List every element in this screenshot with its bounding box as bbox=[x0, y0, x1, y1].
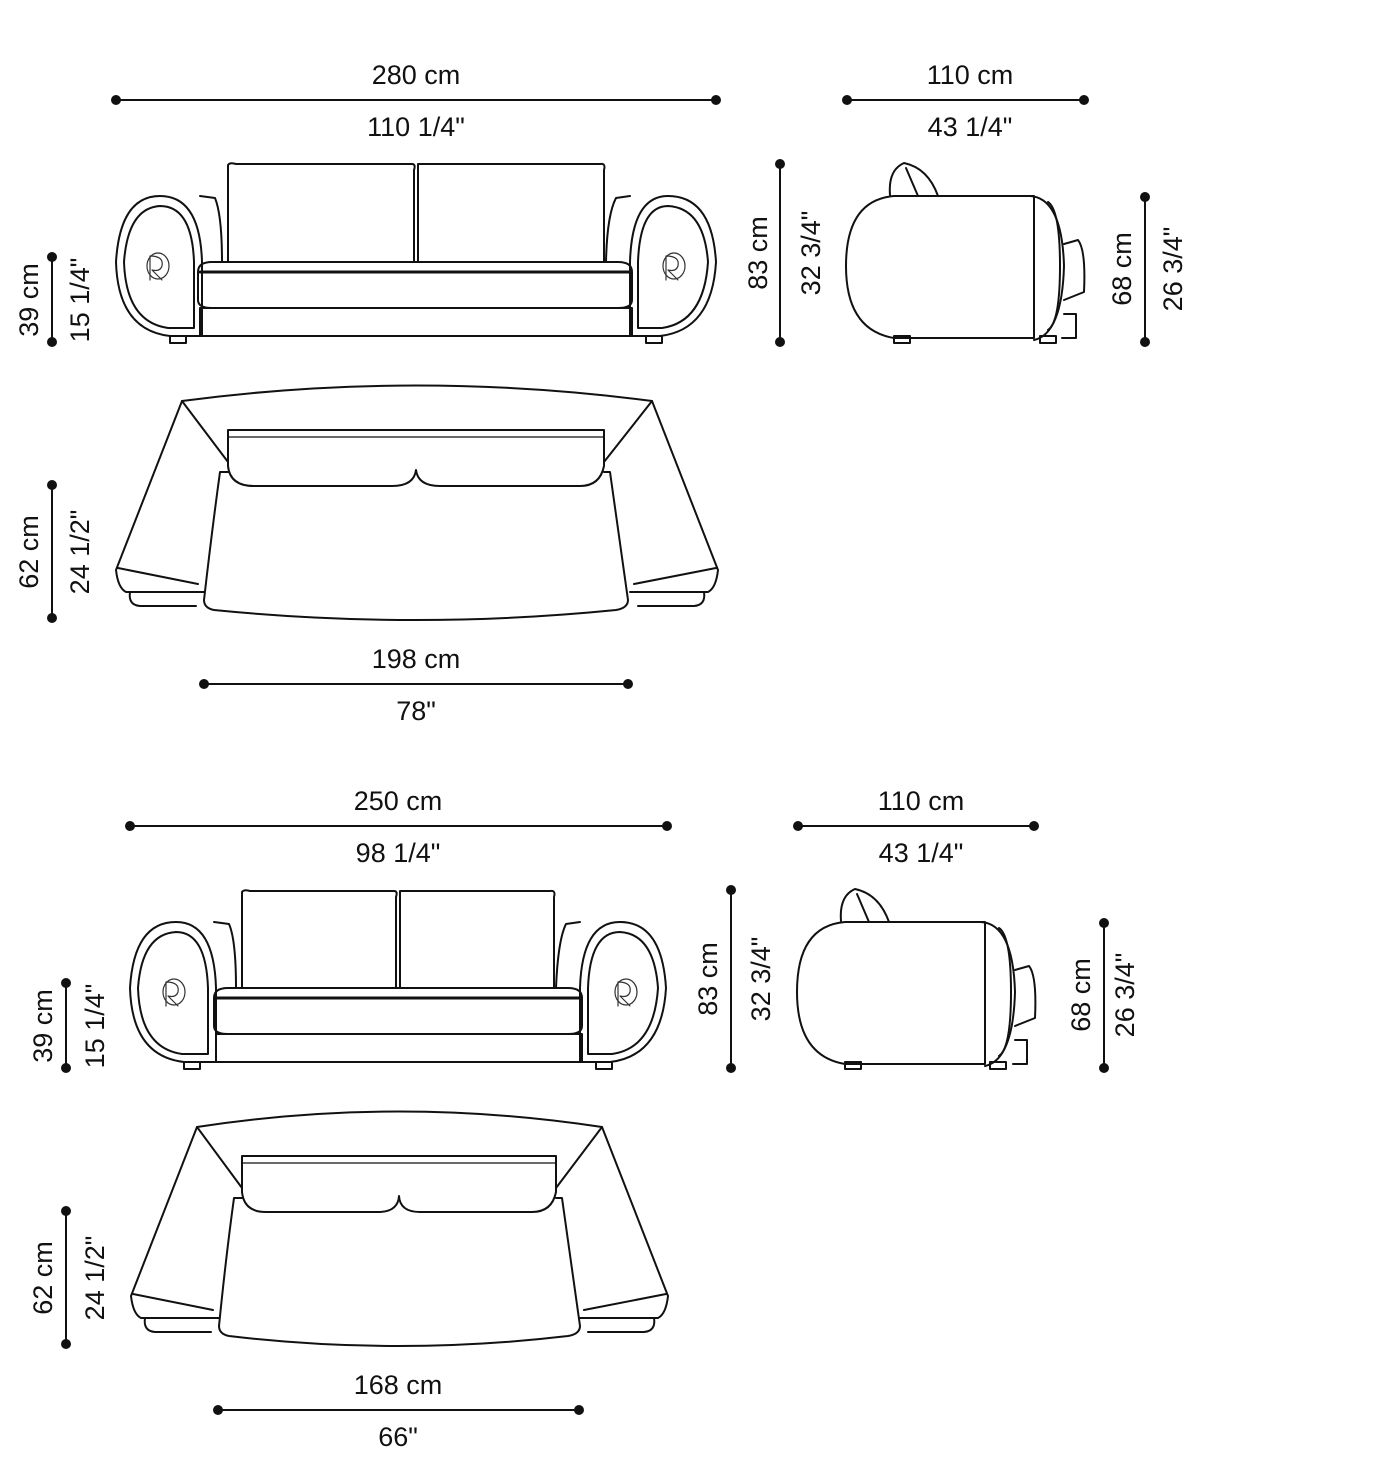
seat-depth-cm-1: 62 cm bbox=[14, 515, 44, 589]
seat-height-in-1: 15 1/4" bbox=[65, 258, 95, 343]
total-height-in-1: 32 3/4" bbox=[796, 211, 826, 296]
seat-depth-in-2: 24 1/2" bbox=[80, 1236, 110, 1321]
seat-width-cm-1: 198 cm bbox=[372, 644, 461, 674]
front-width-cm-1: 280 cm bbox=[372, 60, 461, 90]
seat-width-in-1: 78" bbox=[396, 696, 436, 726]
total-height-in-2: 32 3/4" bbox=[746, 937, 776, 1022]
seat-depth-in-1: 24 1/2" bbox=[65, 510, 95, 595]
seat-depth-cm-2: 62 cm bbox=[28, 1241, 58, 1315]
front-width-in-2: 98 1/4" bbox=[356, 838, 441, 868]
dim-total-height-2: 83 cm 32 3/4" bbox=[693, 885, 776, 1073]
seat-width-cm-2: 168 cm bbox=[354, 1370, 443, 1400]
total-height-cm-2: 83 cm bbox=[693, 942, 723, 1016]
side-depth-in-2: 43 1/4" bbox=[879, 838, 964, 868]
brand-emblem-left-2 bbox=[162, 978, 186, 1007]
total-height-cm-1: 83 cm bbox=[743, 216, 773, 290]
front-width-cm-2: 250 cm bbox=[354, 786, 443, 816]
dim-total-height-1: 83 cm 32 3/4" bbox=[743, 159, 826, 347]
side-view-sofa-1 bbox=[845, 162, 1086, 344]
arm-height-in-1: 26 3/4" bbox=[1158, 227, 1188, 312]
dim-front-width-1: 280 cm 110 1/4" bbox=[111, 60, 721, 142]
side-view-sofa-2 bbox=[796, 888, 1037, 1070]
side-depth-in-1: 43 1/4" bbox=[928, 112, 1013, 142]
dim-front-width-2: 250 cm 98 1/4" bbox=[125, 786, 672, 868]
seat-height-cm-2: 39 cm bbox=[28, 989, 58, 1063]
seat-height-cm-1: 39 cm bbox=[14, 263, 44, 337]
dim-arm-height-1: 68 cm 26 3/4" bbox=[1107, 192, 1188, 347]
dim-seat-height-2: 39 cm 15 1/4" bbox=[28, 978, 110, 1073]
dim-seat-width-1: 198 cm 78" bbox=[199, 644, 633, 726]
side-depth-cm-1: 110 cm bbox=[927, 60, 1014, 90]
front-view-sofa-2 bbox=[129, 889, 667, 1070]
dim-side-depth-2: 110 cm 43 1/4" bbox=[793, 786, 1039, 868]
dim-seat-depth-2: 62 cm 24 1/2" bbox=[28, 1206, 110, 1349]
front-width-in-1: 110 1/4" bbox=[367, 112, 465, 142]
model-1-drawings: 280 cm 110 1/4" 110 cm 43 1/4" bbox=[14, 60, 1188, 726]
model-2-drawings: 250 cm 98 1/4" 110 cm 43 1/4" bbox=[28, 786, 1140, 1452]
brand-emblem-right-2 bbox=[614, 978, 638, 1007]
side-depth-cm-2: 110 cm bbox=[878, 786, 965, 816]
arm-height-cm-1: 68 cm bbox=[1107, 232, 1137, 306]
brand-emblem-right-1 bbox=[662, 252, 686, 281]
dim-seat-height-1: 39 cm 15 1/4" bbox=[14, 252, 95, 347]
arm-height-in-2: 26 3/4" bbox=[1110, 953, 1140, 1038]
brand-emblem-left-1 bbox=[146, 252, 170, 281]
dim-seat-width-2: 168 cm 66" bbox=[213, 1370, 584, 1452]
dim-arm-height-2: 68 cm 26 3/4" bbox=[1066, 918, 1140, 1073]
dim-seat-depth-1: 62 cm 24 1/2" bbox=[14, 480, 95, 623]
top-view-sofa-1 bbox=[115, 384, 719, 621]
front-view-sofa-1 bbox=[115, 162, 717, 344]
seat-width-in-2: 66" bbox=[378, 1422, 418, 1452]
seat-height-in-2: 15 1/4" bbox=[80, 984, 110, 1069]
arm-height-cm-2: 68 cm bbox=[1066, 958, 1096, 1032]
dim-side-depth-1: 110 cm 43 1/4" bbox=[842, 60, 1089, 142]
top-view-sofa-2 bbox=[130, 1110, 669, 1347]
